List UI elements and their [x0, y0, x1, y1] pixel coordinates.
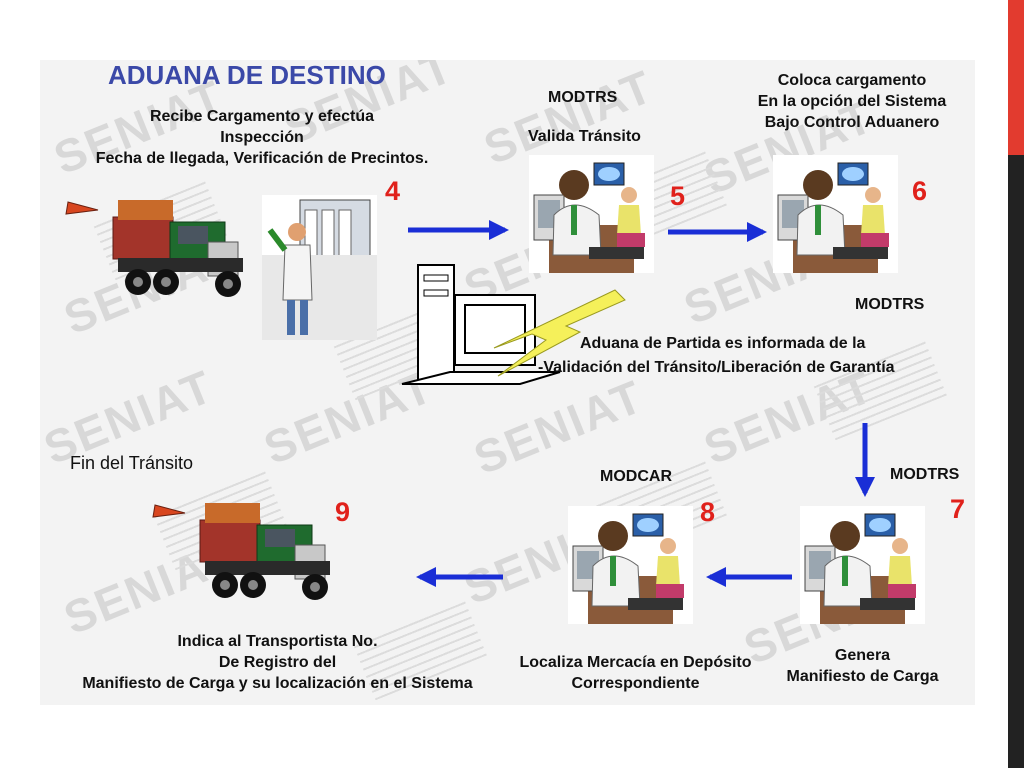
step-9-line: Manifiesto de Carga y su localización en…	[82, 675, 473, 692]
step-5-number: 5	[670, 181, 686, 211]
step-8-number: 8	[700, 497, 716, 527]
step-5-code: MODTRS	[548, 89, 618, 106]
step-5-description: Valida Tránsito	[528, 128, 641, 145]
notify-line: Aduana de Partida es informada de la	[580, 335, 866, 352]
step-6-line: En la opción del Sistema	[757, 93, 947, 110]
operator-illustration	[772, 154, 899, 274]
step-7-description: Genera Manifiesto de Carga	[775, 645, 950, 687]
inspector-illustration	[262, 195, 377, 340]
truck-illustration	[65, 199, 244, 298]
step-4-line: Fecha de llegada, Verificación de Precin…	[95, 150, 429, 167]
step-7-line: Genera	[834, 647, 891, 664]
step-4-description: Recibe Cargamento y efectúa Inspección F…	[62, 106, 462, 169]
computer-icon	[401, 264, 561, 385]
operator-illustration	[799, 505, 926, 625]
step-8-line: Localiza Mercacía en Depósito	[519, 654, 752, 671]
truck-illustration	[152, 502, 331, 601]
operator-illustration	[567, 505, 694, 625]
page-title: ADUANA DE DESTINO	[108, 60, 386, 90]
step-9-line: Indica al Transportista No.	[177, 633, 378, 650]
step-9-line: De Registro del	[218, 654, 337, 671]
operator-illustration	[528, 154, 655, 274]
step-4-line: Inspección	[220, 129, 304, 146]
step-6-number: 6	[912, 176, 928, 206]
end-label: Fin del Tránsito	[70, 453, 194, 473]
step-4-line: Recibe Cargamento y efectúa	[149, 108, 375, 125]
step-7-code: MODTRS	[890, 466, 960, 483]
notify-line: -Validación del Tránsito/Liberación de G…	[538, 359, 895, 376]
edge-accent-red	[1008, 0, 1024, 155]
step-6-code: MODTRS	[855, 296, 925, 313]
step-8-line: Correspondiente	[571, 675, 700, 692]
step-9-number: 9	[335, 497, 351, 527]
step-8-code: MODCAR	[600, 468, 672, 485]
edge-accent-dark	[1008, 155, 1024, 768]
step-6-description: Coloca cargamento En la opción del Siste…	[732, 70, 972, 133]
step-4-number: 4	[385, 176, 401, 206]
step-7-number: 7	[950, 494, 966, 524]
step-7-line: Manifiesto de Carga	[786, 668, 939, 685]
step-6-line: Bajo Control Aduanero	[764, 114, 940, 131]
step-6-line: Coloca cargamento	[777, 72, 927, 89]
step-8-description: Localiza Mercacía en Depósito Correspond…	[498, 652, 773, 694]
step-9-description: Indica al Transportista No. De Registro …	[40, 631, 515, 694]
notify-description: Aduana de Partida es informada de la -Va…	[538, 332, 895, 380]
lightning-icon	[493, 289, 626, 377]
